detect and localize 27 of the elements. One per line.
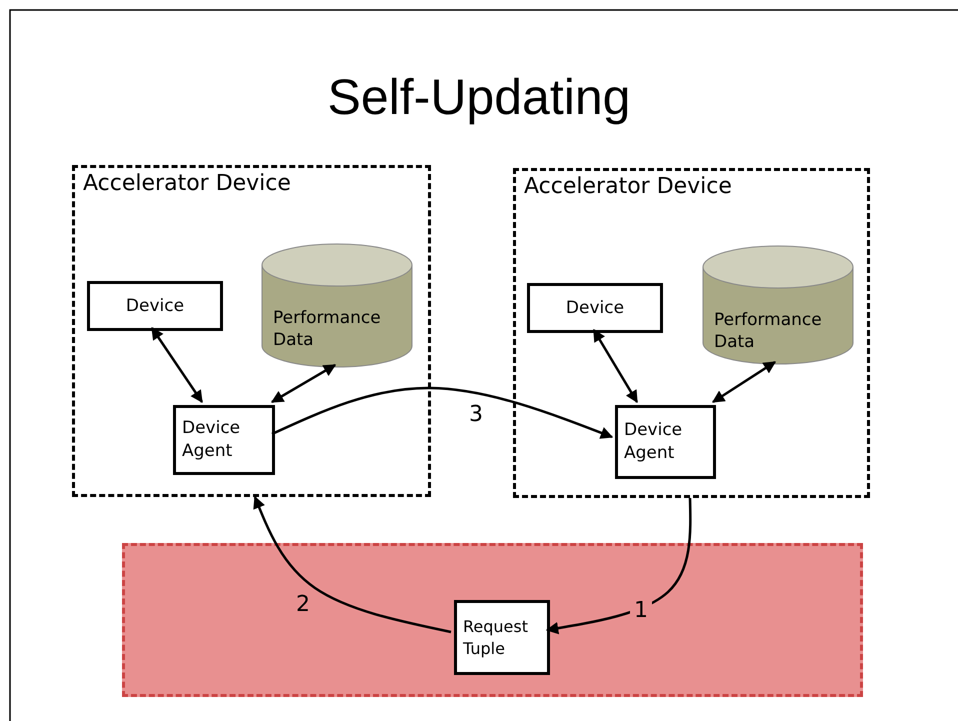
node-label: Performance Data	[273, 307, 382, 352]
arrow	[712, 360, 776, 404]
node-label: Device Agent	[623, 419, 684, 465]
container-title: Accelerator Device	[83, 171, 291, 196]
device-container	[72, 165, 431, 497]
node-label: Device Agent	[181, 417, 242, 463]
node-label: Device	[124, 294, 186, 318]
process-box	[454, 600, 550, 675]
arrow	[150, 326, 204, 404]
arrow	[270, 364, 336, 404]
database-cylinder	[702, 245, 854, 365]
container-title: Accelerator Device	[524, 174, 732, 199]
arrow	[546, 498, 692, 634]
arrow	[253, 496, 452, 634]
process-box	[615, 405, 716, 479]
process-box	[527, 283, 663, 333]
title: Self-Updating	[326, 68, 632, 126]
arrow	[271, 386, 614, 439]
device-container	[513, 168, 870, 498]
space-band	[122, 543, 863, 697]
process-box	[87, 281, 223, 331]
node-label: Request Tuple	[462, 616, 529, 660]
node-label: Performance Data	[714, 309, 823, 354]
process-box	[173, 405, 275, 475]
arrow	[592, 328, 638, 404]
database-cylinder	[261, 243, 413, 368]
node-label: Device	[564, 296, 626, 320]
